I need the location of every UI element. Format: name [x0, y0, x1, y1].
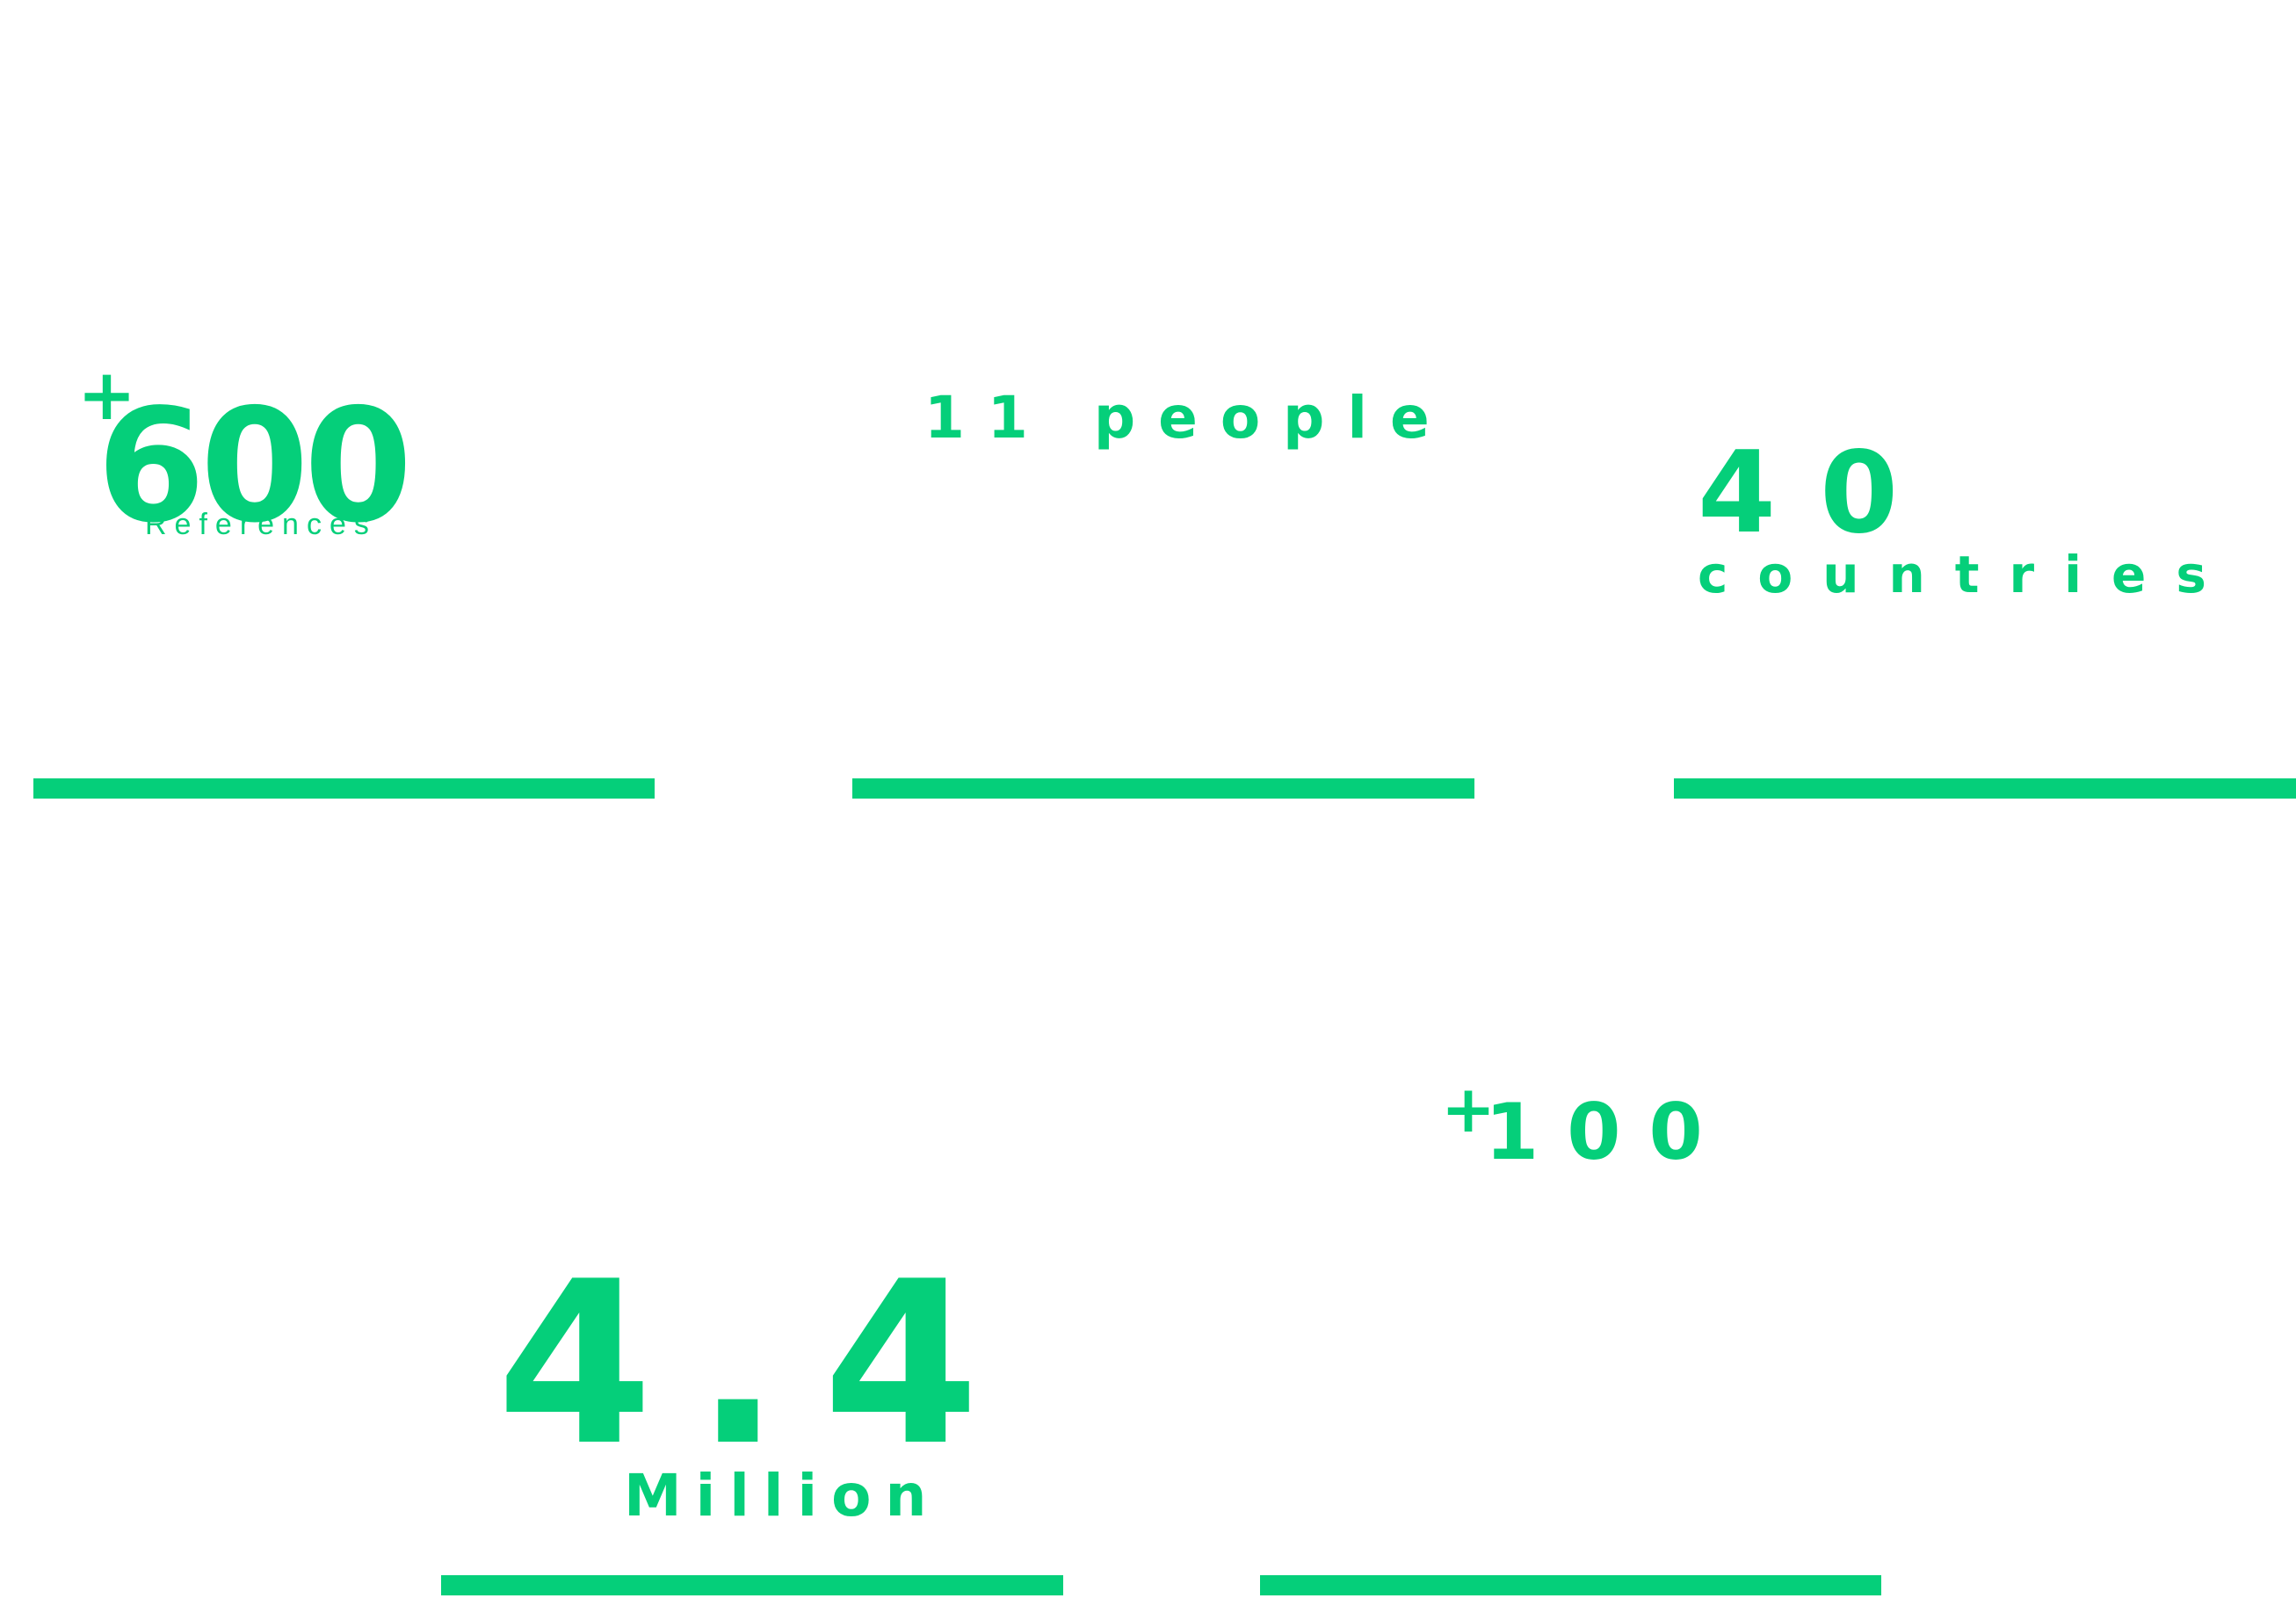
hundred-plus-sign: +: [1441, 1072, 1496, 1147]
countries-count: 40: [1698, 428, 1943, 559]
million-divider: [441, 1575, 1063, 1595]
references-count: 600: [97, 375, 413, 557]
references-plus-sign: +: [77, 354, 137, 436]
people-count-label: 11 people: [924, 384, 1452, 452]
hundred-divider: [1260, 1575, 1881, 1595]
references-label: References: [145, 508, 377, 541]
countries-divider: [1674, 778, 2296, 799]
million-label: Million: [624, 1462, 941, 1530]
references-divider: [33, 778, 655, 799]
countries-label: countries: [1698, 545, 2236, 604]
million-count: 4.4: [496, 1233, 1022, 1495]
hundred-count: 100: [1485, 1087, 1731, 1177]
people-divider: [852, 778, 1474, 799]
